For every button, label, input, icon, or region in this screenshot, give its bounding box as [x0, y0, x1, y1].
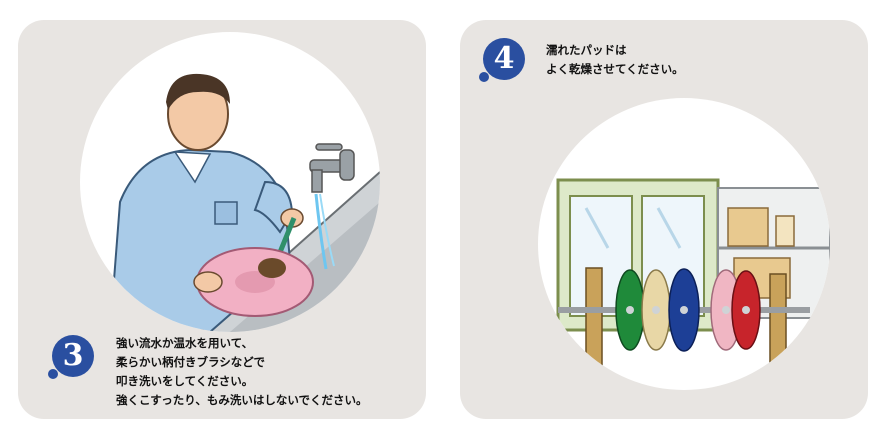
step-4-line-1: 濡れたパッドは — [546, 43, 627, 57]
step-3-line-1: 強い流水か温水を用いて、 — [116, 336, 254, 350]
step-3-line-2: 柔らかい柄付きブラシなどで — [116, 355, 266, 369]
step-3-illustration — [80, 32, 380, 332]
step-3-number-badge: 3 — [48, 335, 94, 379]
step-4-number-badge: 4 — [479, 38, 525, 82]
step-4-panel: 4 濡れたパッドは よく乾燥させてください。 — [460, 20, 868, 419]
step-3-line-4: 強くこすったり、もみ洗いはしないでください。 — [116, 393, 368, 407]
step-4-line-2: よく乾燥させてください。 — [546, 62, 684, 76]
pads-drying-rack-icon — [556, 178, 830, 371]
step-3-instructions: 強い流水か温水を用いて、 柔らかい柄付きブラシなどで 叩き洗いをしてください。 … — [116, 334, 368, 410]
step-3-line-3: 叩き洗いをしてください。 — [116, 374, 254, 388]
person-washing-pad-icon — [108, 73, 380, 332]
step-4-instructions: 濡れたパッドは よく乾燥させてください。 — [546, 41, 684, 79]
step-4-illustration — [538, 98, 830, 390]
step-3-panel: 3 強い流水か温水を用いて、 柔らかい柄付きブラシなどで 叩き洗いをしてください… — [18, 20, 426, 419]
